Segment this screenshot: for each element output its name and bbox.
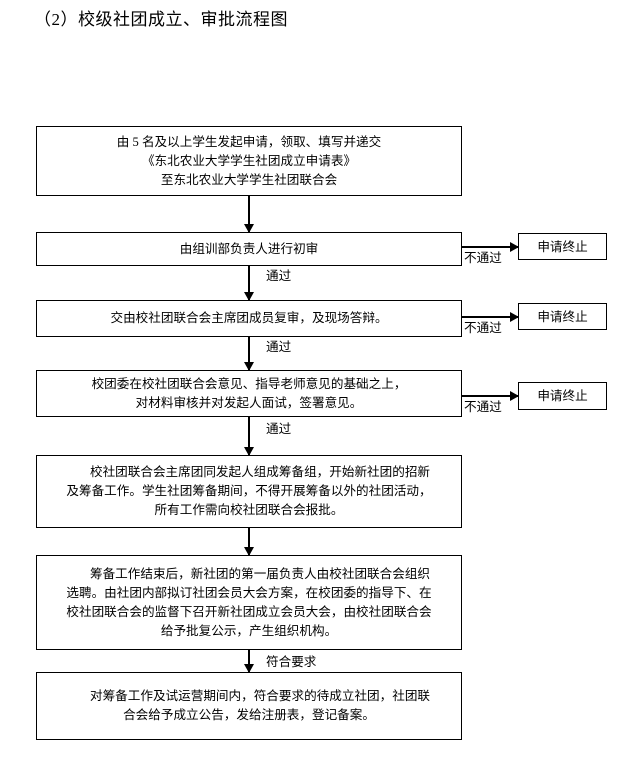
flow-box-line: 交由校社团联合会主席团成员复审，及现场答辩。 [110, 311, 388, 325]
terminal-label: 申请终止 [537, 389, 588, 403]
flow-box-line: 及筹备工作。学生社团筹备期间，不得开展筹备以外的社团活动， [66, 484, 432, 498]
flow-box-line: 给予批复公示，产生组织机构。 [160, 623, 338, 638]
connector-first-review-to-terminate [462, 246, 518, 248]
connector-second-review-to-terminate [462, 316, 518, 318]
flow-box-line: 对筹备工作及试运营期间内，符合要求的待成立社团，社团联 [89, 689, 431, 703]
edge-label-fail-3: 不通过 [464, 400, 502, 414]
flow-box-second-review[interactable]: 交由校社团联合会主席团成员复审，及现场答辩。 [36, 300, 462, 337]
connector-apply-to-first-review [248, 196, 250, 232]
connector-second-review-to-league [248, 337, 250, 370]
flow-box-line: 校团委在校社团联合会意见、指导老师意见的基础之上， [91, 376, 407, 391]
flow-box-first-review[interactable]: 由组训部负责人进行初审 [36, 232, 462, 266]
connector-league-to-preparation [248, 417, 250, 455]
edge-label-fail-2: 不通过 [464, 321, 502, 335]
flow-box-line: 选聘。由社团内部拟订社团会员大会方案，在校团委的指导下、在 [66, 585, 432, 600]
terminal-label: 申请终止 [537, 309, 588, 324]
flow-box-preparation-group[interactable]: 校社团联合会主席团同发起人组成筹备组，开始新社团的招新 及筹备工作。学生社团筹备… [36, 455, 462, 528]
flow-box-line: 由 5 名及以上学生发起申请，领取、填写并递交 [116, 134, 382, 149]
edge-label-meets-requirements: 符合要求 [266, 655, 317, 669]
flow-box-line: 校社团联合会主席团同发起人组成筹备组，开始新社团的招新 [89, 465, 431, 479]
flow-box-line: 至东北农业大学学生社团联合会 [160, 172, 338, 187]
flow-box-line: 校社团联合会的监督下召开新社团成立会员大会，由校社团联合会 [66, 604, 432, 619]
edge-label-pass-1: 通过 [266, 269, 292, 283]
flow-box-line: 由组训部负责人进行初审 [179, 241, 319, 256]
connector-assembly-to-registration [248, 650, 250, 672]
flow-box-member-assembly[interactable]: 筹备工作结束后，新社团的第一届负责人由校社团联合会组织 选聘。由社团内部拟订社团… [36, 555, 462, 650]
terminal-label: 申请终止 [537, 239, 588, 254]
page-title: （2）校级社团成立、审批流程图 [34, 10, 288, 29]
flow-box-apply[interactable]: 由 5 名及以上学生发起申请，领取、填写并递交 《东北农业大学学生社团成立申请表… [36, 126, 462, 196]
flow-box-line: 合会给予成立公告，发给注册表，登记备案。 [123, 708, 375, 722]
flow-box-line: 所有工作需向校社团联合会报批。 [154, 503, 344, 517]
flow-box-line: 筹备工作结束后，新社团的第一届负责人由校社团联合会组织 [89, 566, 431, 581]
connector-league-to-terminate [462, 395, 518, 397]
flow-box-line: 对材料审核并对发起人面试，签署意见。 [135, 395, 363, 410]
flow-box-line: 《东北农业大学学生社团成立申请表》 [141, 153, 357, 168]
edge-label-pass-2: 通过 [266, 340, 292, 354]
edge-label-pass-3: 通过 [266, 422, 292, 436]
flow-box-registration[interactable]: 对筹备工作及试运营期间内，符合要求的待成立社团，社团联 合会给予成立公告，发给注… [36, 672, 462, 740]
connector-preparation-to-assembly [248, 528, 250, 555]
terminal-box-terminate-2[interactable]: 申请终止 [518, 303, 607, 330]
connector-first-review-to-second-review [248, 266, 250, 300]
terminal-box-terminate-1[interactable]: 申请终止 [518, 233, 607, 260]
terminal-box-terminate-3[interactable]: 申请终止 [518, 382, 607, 410]
flow-box-youth-league-review[interactable]: 校团委在校社团联合会意见、指导老师意见的基础之上， 对材料审核并对发起人面试，签… [36, 370, 462, 417]
edge-label-fail-1: 不通过 [464, 251, 502, 265]
